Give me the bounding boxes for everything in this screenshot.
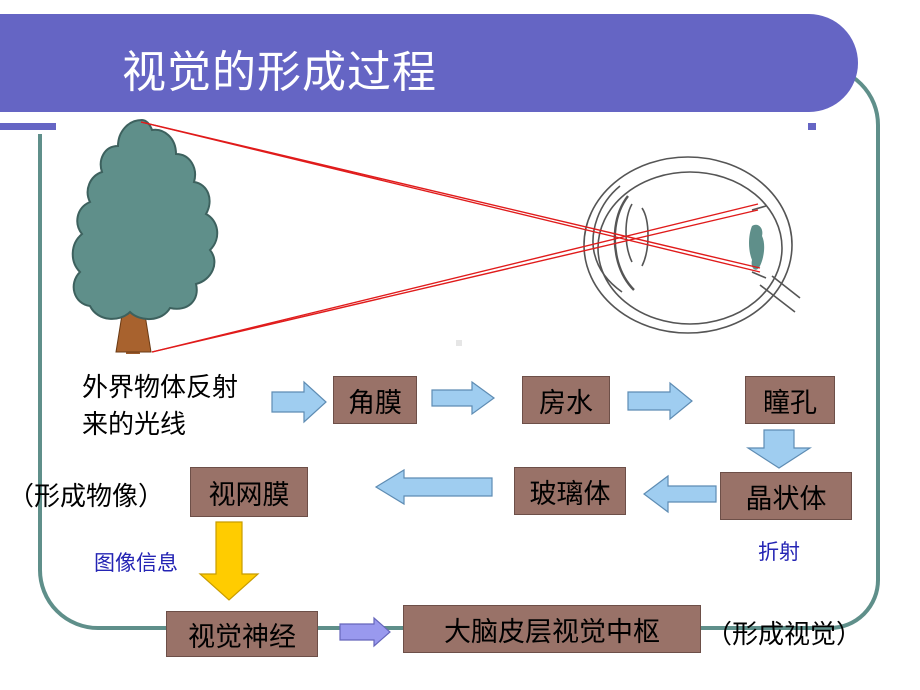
retina-image-icon <box>749 224 765 270</box>
arrow-right-icon <box>339 616 391 648</box>
light-rays <box>140 121 761 353</box>
title-bar <box>0 14 858 112</box>
arrow-down-icon <box>745 429 813 469</box>
title-underline <box>0 112 808 134</box>
visual-center-box: 大脑皮层视觉中枢 <box>403 605 701 653</box>
arrow-right-icon <box>627 381 693 421</box>
image-info-label: 图像信息 <box>94 551 178 575</box>
light-source-line2: 来的光线 <box>82 410 187 440</box>
title-stripe <box>0 123 56 130</box>
light-source-line1: 外界物体反射 <box>82 373 239 403</box>
arrow-right-icon <box>431 380 496 416</box>
tree-icon <box>71 118 219 354</box>
retina-box: 视网膜 <box>190 467 308 517</box>
aqueous-humor-box: 房水 <box>522 376 610 424</box>
optic-nerve-box: 视觉神经 <box>166 611 318 657</box>
eye-icon <box>583 156 801 334</box>
lens-box: 晶状体 <box>720 472 852 520</box>
title-stripe-right <box>808 123 816 130</box>
pupil-box: 瞳孔 <box>745 376 835 424</box>
refraction-label: 折射 <box>758 540 800 564</box>
page-title: 视觉的形成过程 <box>122 47 437 98</box>
arrow-right-icon <box>271 380 327 424</box>
arrow-left-icon <box>374 468 493 506</box>
arrow-down-icon <box>198 521 260 601</box>
cornea-box: 角膜 <box>333 376 417 424</box>
dot <box>456 340 462 346</box>
vision-formed-note: （形成视觉） <box>706 620 863 650</box>
arrow-left-icon <box>643 474 717 514</box>
vitreous-body-box: 玻璃体 <box>514 467 626 515</box>
image-formed-note: （形成物像） <box>8 482 165 512</box>
